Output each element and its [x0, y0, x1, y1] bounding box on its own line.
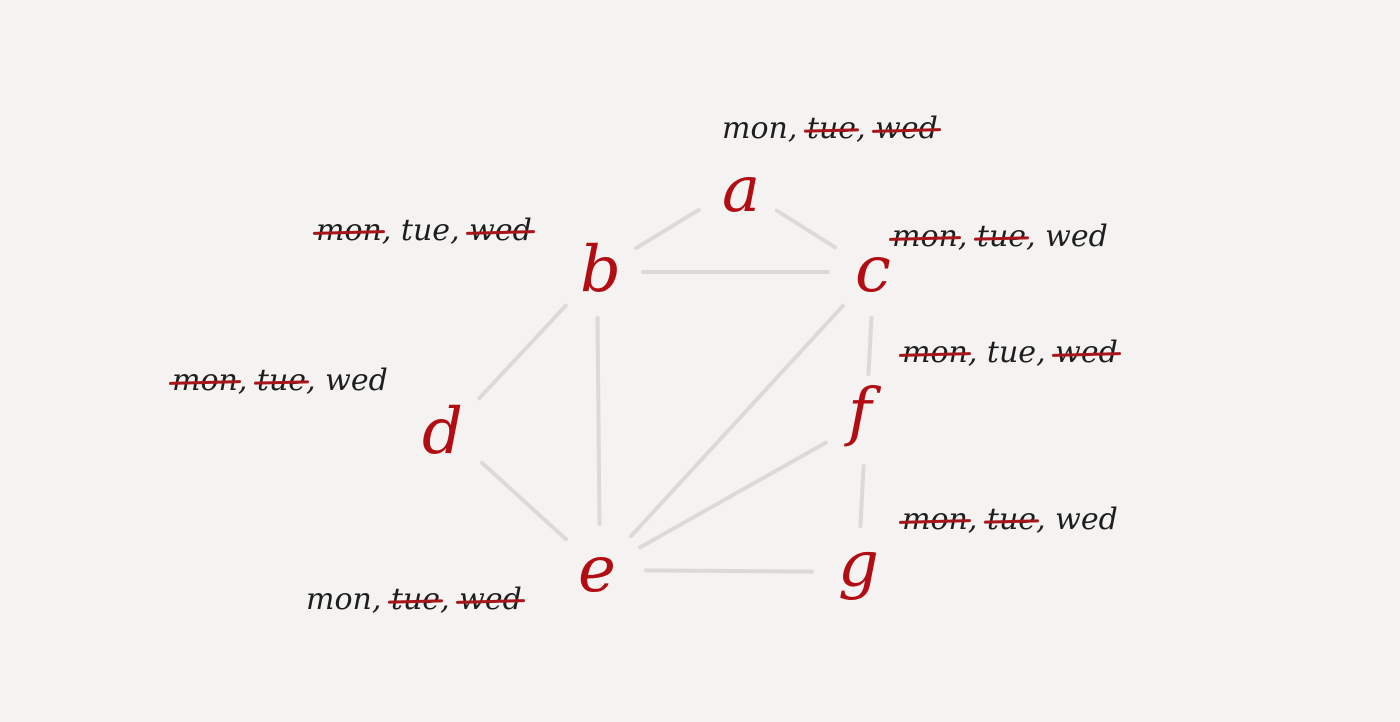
day-wed: wed [325, 363, 388, 398]
domain-b: mon, tue, wed [316, 213, 532, 248]
edge-c-f [866, 315, 874, 377]
day-tue: tue [806, 111, 857, 146]
domain-c: mon, tue, wed [892, 219, 1108, 254]
day-wed: wed [469, 213, 532, 248]
edge-f-g [858, 463, 866, 529]
day-mon: mon [722, 111, 788, 146]
domain-f: mon, tue, wed [902, 335, 1118, 370]
node-e: e [578, 533, 616, 607]
day-mon: mon [172, 363, 238, 398]
day-wed: wed [875, 111, 938, 146]
node-f: f [848, 375, 872, 449]
day-mon: mon [902, 335, 968, 370]
day-tue: tue [390, 582, 441, 617]
edge-a-c [774, 208, 838, 250]
day-wed: wed [459, 582, 522, 617]
domain-g: mon, tue, wed [902, 502, 1118, 537]
day-mon: mon [306, 582, 372, 617]
edge-e-g [644, 568, 814, 574]
node-d: d [422, 395, 463, 469]
edge-a-b [634, 208, 701, 250]
day-mon: mon [892, 219, 958, 254]
day-mon: mon [316, 213, 382, 248]
edge-d-e [480, 460, 568, 542]
day-tue: tue [986, 502, 1037, 537]
day-wed: wed [1045, 219, 1108, 254]
node-g: g [838, 528, 879, 602]
domain-e: mon, tue, wed [306, 582, 522, 617]
day-wed: wed [1055, 502, 1118, 537]
edge-e-f [638, 440, 828, 550]
domain-a: mon, tue, wed [722, 111, 938, 146]
edge-b-e [595, 316, 602, 526]
edge-b-d [477, 303, 568, 401]
node-b: b [580, 233, 621, 307]
day-tue: tue [256, 363, 307, 398]
day-tue: tue [986, 335, 1037, 370]
day-mon: mon [902, 502, 968, 537]
day-tue: tue [400, 213, 451, 248]
node-a: a [722, 153, 761, 227]
edge-c-e [629, 303, 845, 539]
node-c: c [855, 233, 891, 307]
day-wed: wed [1055, 335, 1118, 370]
domain-d: mon, tue, wed [172, 363, 388, 398]
day-tue: tue [976, 219, 1027, 254]
